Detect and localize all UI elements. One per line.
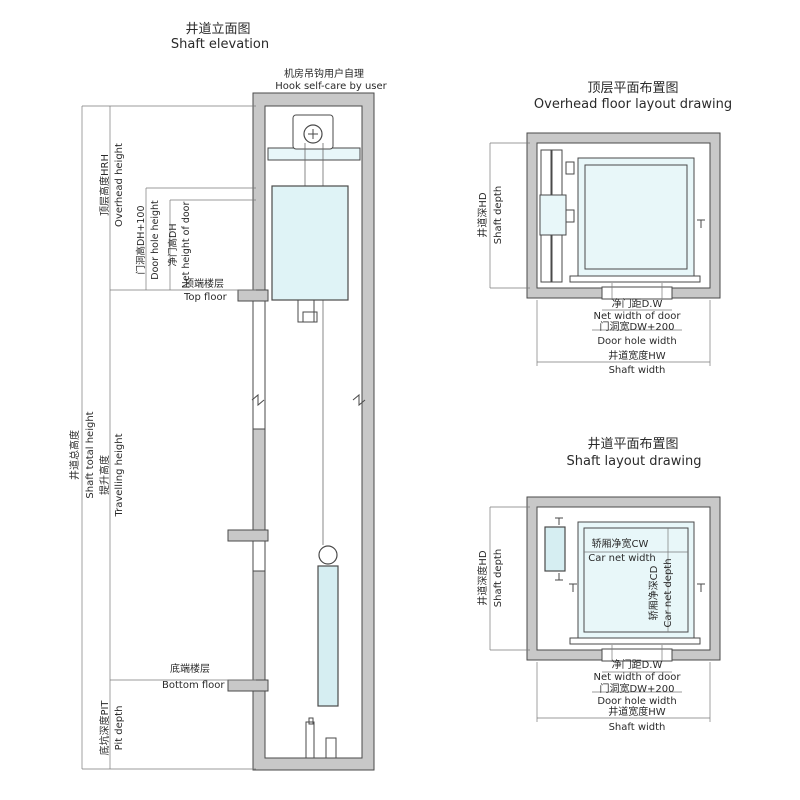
shaft-layout-title-en: Shaft layout drawing [566,454,701,469]
overhead-depth-en: Shaft depth [493,186,504,244]
overhead-machine [539,194,567,236]
overhead-door-hole-en: Door hole width [597,336,676,347]
overhead-car-inner [584,164,688,270]
counterweight-pulley-icon [318,545,338,565]
overhead-floor-layout: 顶层平面布置图 Overhead floor layout drawing 井道… [476,81,732,376]
top-floor-slab [237,289,269,302]
layout-car-width-en: Car net width [588,553,656,564]
layout-door-opening [601,648,673,662]
door-hole-height-en: Door hole height [150,200,161,280]
overhead-title-cn: 顶层平面布置图 [587,81,678,96]
bottom-floor-slab [227,679,269,692]
layout-depth-en: Shaft depth [493,549,504,607]
overhead-rail-bracket-top [565,161,575,175]
shaft-layout-title-cn: 井道平面布置图 [587,437,678,452]
overhead-car-sill [569,275,701,283]
total-height-cn: 井道总高度 [68,430,81,480]
pit-depth-cn: 底坑深度PIT [98,700,111,756]
total-height-en: Shaft total height [85,411,96,498]
net-door-height-en: Net height of door [181,202,192,289]
middle-floor-slab [227,529,269,542]
shaft-elevation: 井道立面图 Shaft elevation 机房吊钩用户自理 Hook self… [68,22,388,771]
overhead-shaft-width-en: Shaft width [609,365,666,376]
top-floor-cn: 顶端楼层 [184,277,224,290]
overhead-rail-right-icon [697,219,705,228]
car-buffer-plate [302,311,318,323]
layout-counterweight [544,526,566,572]
pit-depth-en: Pit depth [114,706,125,751]
layout-net-door-en: Net width of door [594,672,682,683]
layout-shaft-width-en: Shaft width [609,722,666,733]
bottom-floor-en: Bottom floor [162,680,225,691]
travel-height-cn: 提升高度 [98,455,111,495]
top-floor-en: Top floor [183,292,228,303]
overhead-rail-bracket-mid [565,209,575,223]
hook-note-en: Hook self-care by user [275,81,387,92]
layout-car-rail-right-icon [697,583,705,592]
layout-car-sill [569,637,701,645]
layout-cw-rail-top-icon [555,517,563,525]
hook-note-cn: 机房吊钩用户自理 [284,67,364,80]
door-opening-top [252,300,266,430]
door-hole-height-cn: 门洞高DH+100 [135,205,147,274]
layout-net-door-cn: 净门距D.W [612,658,663,671]
overhead-shaft-wall [526,132,721,299]
car-safety-gear [297,299,315,323]
counterweight-buffer [325,737,337,759]
elevation-title-en: Shaft elevation [171,37,269,52]
layout-car-depth-en: Car net depth [663,558,674,627]
overhead-depth-cn: 井道深HD [476,192,489,238]
travel-height-en: Travelling height [114,433,125,517]
layout-cw-rail-bottom-icon [555,573,563,581]
layout-depth-cn: 井道深度HD [476,550,489,606]
counterweight [317,565,339,707]
overhead-shaft-width-cn: 井道宽度HW [608,349,666,362]
layout-car-inner [583,527,689,633]
overhead-height-cn: 顶层高度HRH [98,154,111,216]
elevator-car [271,185,349,301]
layout-car-rail-left-icon [569,583,577,592]
break-symbol-right [352,393,366,407]
layout-door-hole-cn: 门洞宽DW+200 [599,682,674,695]
overhead-door-opening [601,286,673,300]
layout-shaft-width-cn: 井道宽度HW [608,705,666,718]
layout-car-width-cn: 轿厢净宽CW [592,537,649,550]
overhead-title-en: Overhead floor layout drawing [534,97,732,112]
layout-car-depth-cn: 轿厢净深CD [647,565,660,620]
elevation-title-cn: 井道立面图 [185,22,250,37]
overhead-height-en: Overhead height [114,143,125,227]
layout-door-hole-en: Door hole width [597,696,676,707]
machine-beam [267,147,361,161]
sheave-cross-icon [308,129,318,139]
car-buffer-cap [308,717,314,725]
overhead-door-hole-cn: 门洞宽DW+200 [599,320,674,333]
layout-shaft-wall [526,496,721,661]
car-buffer [305,721,315,759]
door-opening-middle [252,540,266,572]
shaft-layout: 井道平面布置图 Shaft layout drawing 井道深度HD Shaf… [476,437,721,733]
net-door-height-cn: 净门高DH [167,224,179,267]
overhead-net-door-cn: 净门距D.W [612,297,663,310]
break-symbol-left [251,393,265,407]
bottom-floor-cn: 底端楼层 [170,662,210,675]
overhead-net-door-en: Net width of door [594,311,682,322]
